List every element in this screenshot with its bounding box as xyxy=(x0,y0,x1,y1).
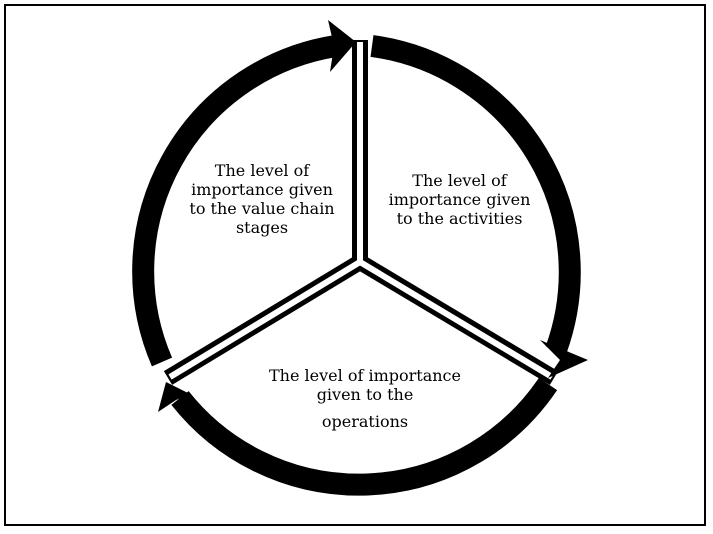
segment-label-line: The level of xyxy=(214,161,310,180)
segment-label-line: operations xyxy=(321,412,409,431)
arrowhead-top xyxy=(328,20,356,72)
segment-label-line: The level of importance xyxy=(269,366,461,385)
segment-label-value-chain-stages: The level of importance given to the val… xyxy=(172,161,352,237)
segment-label-line: given to the xyxy=(316,385,414,404)
cycle-arcs xyxy=(132,35,581,496)
divider-lines xyxy=(163,40,559,385)
arrowhead-left xyxy=(158,382,190,412)
arrowhead-right xyxy=(540,340,588,378)
arrowheads xyxy=(158,20,588,412)
segment-label-line: importance given xyxy=(388,190,531,209)
arc-bottom xyxy=(171,377,558,496)
segment-label-line: The level of xyxy=(412,171,507,190)
arc-right xyxy=(370,35,581,354)
segment-label-line: to the activities xyxy=(396,209,523,228)
segment-label-line: to the value chain xyxy=(189,199,335,218)
label-spacer xyxy=(260,404,470,412)
frame-border xyxy=(4,4,706,526)
divider-right-core xyxy=(358,259,554,380)
segment-label-activities: The level of importance given to the act… xyxy=(372,171,547,228)
arc-left-top xyxy=(132,35,338,367)
divider-left-core xyxy=(168,259,362,380)
segment-label-line: stages xyxy=(235,218,289,237)
segment-label-operations: The level of importance given to the ope… xyxy=(260,366,470,431)
segment-label-line: importance given xyxy=(191,180,333,199)
